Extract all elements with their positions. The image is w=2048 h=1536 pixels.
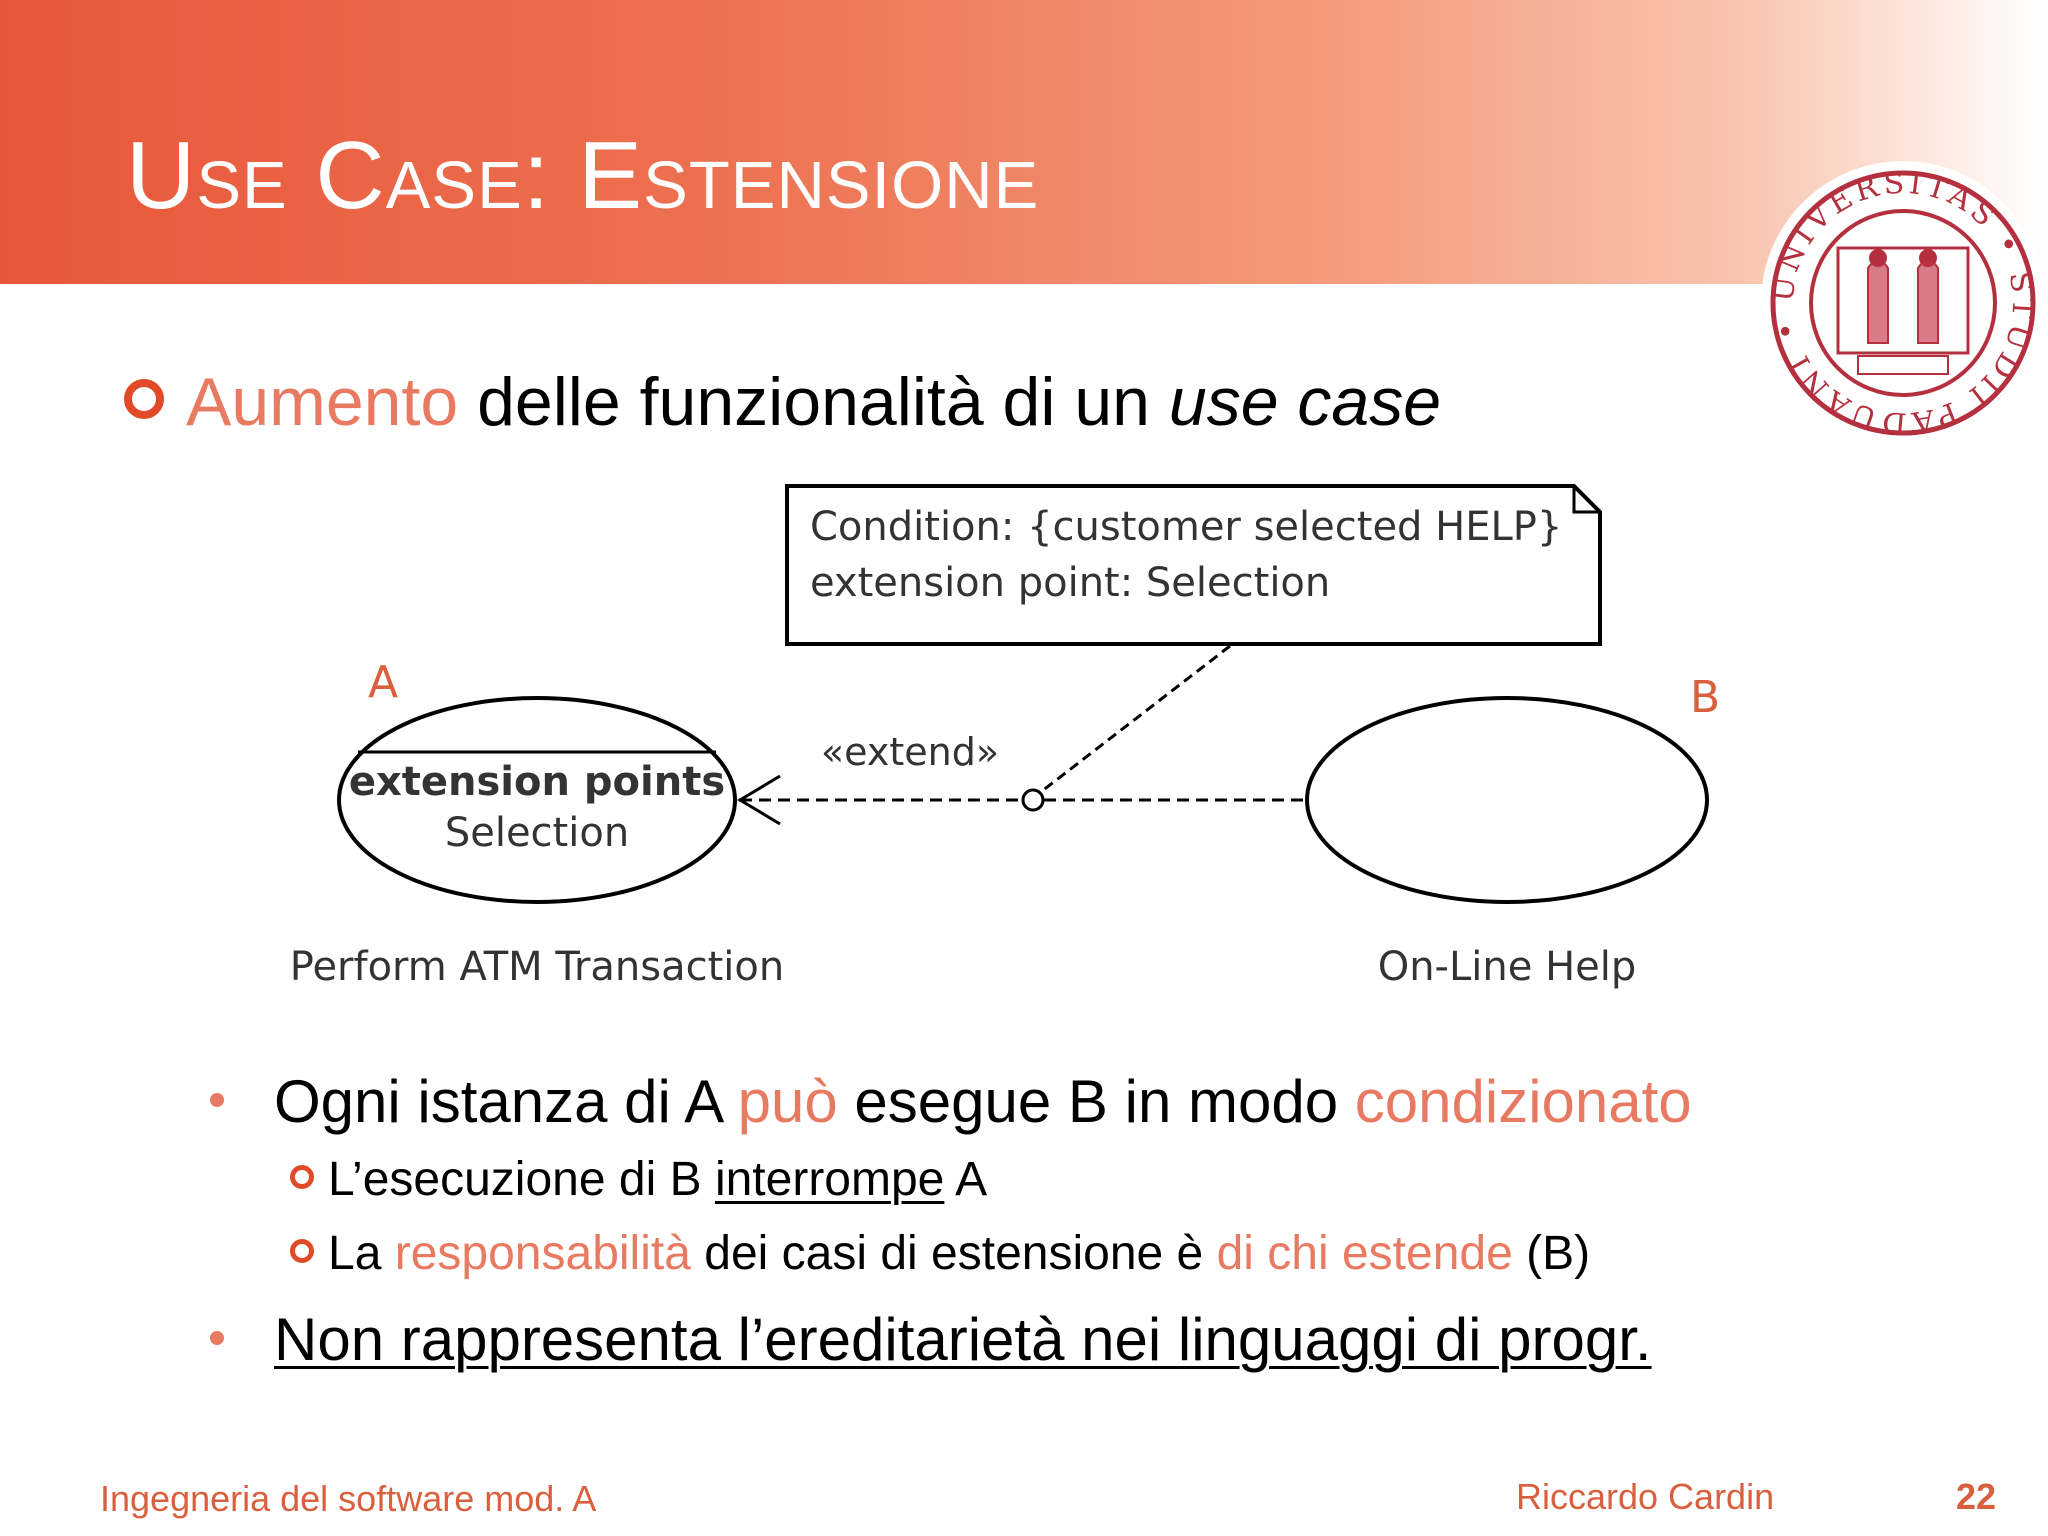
extend-arrowhead-icon — [737, 774, 781, 826]
dot-bullet-icon — [210, 1093, 224, 1108]
slide-title: Use Case: Estensione — [126, 122, 1040, 229]
university-seal-logo: UNIVERSITAS • STUDII PADUANI • MCCXXII — [1758, 158, 2045, 445]
title-banner — [0, 0, 2048, 284]
ring-bullet-icon — [124, 379, 164, 420]
sub-point-responsibility: La responsabilità dei casi di estensione… — [290, 1230, 1590, 1278]
main-bullet: Aumento delle funzionalità di un use cas… — [124, 368, 1441, 436]
selection-label: Selection — [445, 810, 629, 856]
extend-stereotype: «extend» — [821, 730, 999, 774]
ring-bullet-icon — [290, 1165, 314, 1190]
use-case-b — [1305, 696, 1709, 904]
note-anchor-line — [1032, 644, 1231, 800]
label-a: A — [368, 657, 398, 708]
page-number: 22 — [1956, 1476, 1997, 1517]
point-not-inheritance: Non rappresenta l’ereditarietà nei lingu… — [210, 1310, 1652, 1370]
use-case-a-name: Perform ATM Transaction — [290, 944, 784, 990]
use-case-b-name: On-Line Help — [1378, 944, 1637, 990]
dot-bullet-icon — [210, 1331, 224, 1346]
label-b: B — [1690, 672, 1720, 723]
note-condition-text: Condition: {customer selected HELP} — [810, 504, 1562, 550]
use-case-a: extension points Selection — [337, 696, 737, 904]
point-conditional-execution: Ogni istanza di A può esegue B in modo c… — [210, 1072, 1692, 1132]
anchor-circle-icon — [1021, 788, 1045, 812]
use-case-diagram: Condition: {customer selected HELP} exte… — [290, 484, 1720, 990]
footer-course: Ingegneria del software mod. A — [100, 1478, 597, 1519]
extension-points-label: extension points — [349, 759, 725, 805]
note-extension-text: extension point: Selection — [810, 560, 1330, 606]
condition-note: Condition: {customer selected HELP} exte… — [785, 484, 1602, 646]
ring-bullet-icon — [290, 1239, 314, 1264]
sub-point-interrupt: L’esecuzione di B interrompe A — [290, 1156, 987, 1204]
footer-author: Riccardo Cardin — [1516, 1476, 1775, 1517]
